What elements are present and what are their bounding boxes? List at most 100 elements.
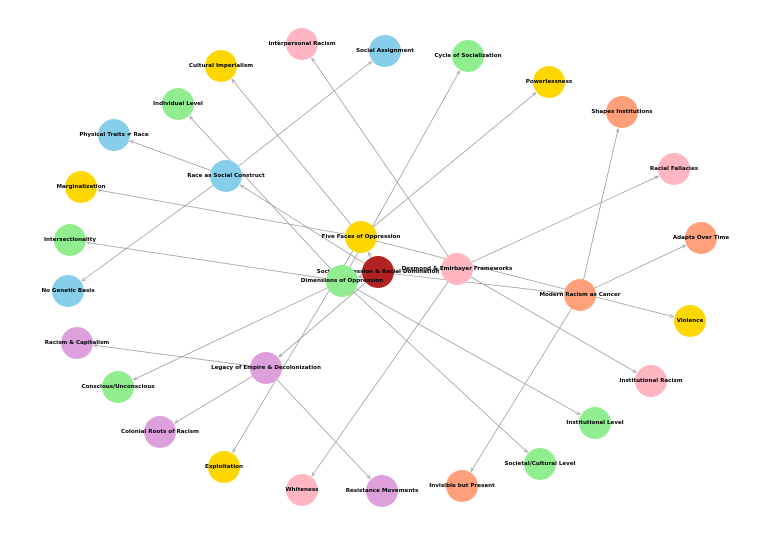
node-circle-invisible	[446, 470, 478, 502]
node-label-race-construct: Race as Social Construct	[187, 173, 265, 179]
edge-central-to-desmond	[393, 270, 440, 272]
edge-dimensions-to-intersectionality	[87, 243, 327, 279]
node-label-invisible: Invisible but Present	[429, 483, 495, 489]
edge-legacy-empire-to-resistance	[276, 379, 370, 479]
edge-central-to-dimensions	[358, 276, 362, 277]
node-label-adapts-time: Adapts Over Time	[673, 235, 730, 241]
edge-modern-racism-to-adapts-time	[594, 244, 685, 289]
nodes-layer: Social Oppression & Racial Domination Fiv…	[41, 28, 729, 507]
node-individual-level: Individual Level	[153, 88, 203, 120]
node-circle-racial-fallacies	[658, 153, 690, 185]
node-circle-dimensions	[326, 265, 358, 297]
node-label-five-faces: Five Faces of Oppression	[322, 234, 401, 240]
node-conscious: Conscious/Unconscious	[81, 371, 155, 403]
edge-desmond-to-institutional-racism	[470, 276, 636, 373]
node-cultural-imperialism: Cultural Imperialism	[189, 50, 253, 82]
node-resistance: Resistance Movements	[346, 475, 419, 507]
node-societal-level: Societal/Cultural Level	[504, 448, 576, 480]
edge-legacy-empire-to-colonial-roots	[175, 375, 253, 423]
node-circle-societal-level	[524, 448, 556, 480]
node-circle-whiteness	[286, 474, 318, 506]
node-label-colonial-roots: Colonial Roots of Racism	[121, 429, 199, 435]
node-no-genetic: No Genetic Basis	[41, 275, 95, 307]
edge-dimensions-to-individual-level	[190, 116, 332, 270]
node-label-no-genetic: No Genetic Basis	[41, 288, 95, 294]
edge-central-to-race-construct	[240, 185, 365, 264]
node-legacy-empire: Legacy of Empire & Decolonization	[211, 352, 321, 384]
node-circle-legacy-empire	[250, 352, 282, 384]
node-circle-colonial-roots	[144, 416, 176, 448]
node-circle-modern-racism	[564, 279, 596, 311]
node-circle-conscious	[102, 371, 134, 403]
node-circle-cultural-imperialism	[205, 50, 237, 82]
node-label-individual-level: Individual Level	[153, 101, 203, 107]
node-circle-physical-traits	[98, 119, 130, 151]
node-whiteness: Whiteness	[286, 474, 320, 506]
node-invisible: Invisible but Present	[429, 470, 495, 502]
node-label-interpersonal: Interpersonal Racism	[268, 41, 335, 47]
node-circle-interpersonal	[286, 28, 318, 60]
node-label-physical-traits: Physical Traits ≠ Race	[79, 132, 149, 138]
node-circle-institutional-racism	[635, 365, 667, 397]
edge-desmond-to-racial-fallacies	[471, 175, 659, 263]
node-adapts-time: Adapts Over Time	[673, 222, 730, 254]
node-circle-individual-level	[162, 88, 194, 120]
node-label-institutional-level: Institutional Level	[566, 420, 623, 426]
node-modern-racism: Modern Racism as Cancer	[539, 279, 621, 311]
edge-dimensions-to-societal-level	[353, 291, 528, 453]
edge-dimensions-to-conscious	[133, 287, 328, 381]
node-label-central: Social Oppression & Racial Domination	[317, 269, 440, 275]
node-intersectionality: Intersectionality	[44, 224, 96, 256]
node-label-cycle-socialization: Cycle of Socialization	[434, 53, 501, 59]
node-label-social-assignment: Social Assignment	[356, 48, 414, 54]
node-circle-five-faces	[345, 221, 377, 253]
edge-five-faces-to-violence	[376, 240, 674, 317]
node-label-racism-capitalism: Racism & Capitalism	[45, 340, 110, 346]
edge-race-construct-to-social-assignment	[238, 62, 372, 167]
node-circle-racism-capitalism	[61, 327, 93, 359]
node-label-dimensions: Dimensions of Oppression	[301, 278, 383, 284]
node-label-resistance: Resistance Movements	[346, 488, 419, 494]
node-marginalization: Marginalization	[56, 171, 106, 203]
node-circle-central	[362, 256, 394, 288]
node-label-cultural-imperialism: Cultural Imperialism	[189, 63, 253, 69]
node-institutional-racism: Institutional Racism	[619, 365, 683, 397]
edge-modern-racism-to-invisible	[471, 308, 572, 472]
edge-race-construct-to-physical-traits	[130, 141, 212, 171]
node-circle-adapts-time	[685, 222, 717, 254]
node-circle-institutional-level	[579, 407, 611, 439]
edge-modern-racism-to-shapes-institutions	[583, 129, 619, 280]
edge-dimensions-to-institutional-level	[355, 288, 580, 416]
node-colonial-roots: Colonial Roots of Racism	[121, 416, 199, 448]
node-circle-exploitation	[208, 451, 240, 483]
node-desmond: Desmond & Emirbayer Frameworks	[402, 253, 513, 285]
node-race-construct: Race as Social Construct	[187, 160, 265, 192]
node-circle-no-genetic	[52, 275, 84, 307]
node-label-whiteness: Whiteness	[286, 487, 320, 493]
node-powerlessness: Powerlessness	[526, 66, 573, 98]
node-label-powerlessness: Powerlessness	[526, 79, 573, 85]
node-circle-social-assignment	[369, 35, 401, 67]
node-institutional-level: Institutional Level	[566, 407, 624, 439]
node-label-modern-racism: Modern Racism as Cancer	[539, 292, 620, 298]
node-dimensions: Dimensions of Oppression	[301, 265, 383, 297]
node-circle-desmond	[441, 253, 473, 285]
node-exploitation: Exploitation	[205, 451, 243, 483]
node-circle-marginalization	[65, 171, 97, 203]
node-central: Social Oppression & Racial Domination	[317, 256, 440, 288]
node-physical-traits: Physical Traits ≠ Race	[79, 119, 149, 151]
node-label-exploitation: Exploitation	[205, 464, 243, 470]
node-racism-capitalism: Racism & Capitalism	[45, 327, 110, 359]
node-label-conscious: Conscious/Unconscious	[81, 384, 155, 390]
node-circle-resistance	[366, 475, 398, 507]
edge-five-faces-to-powerlessness	[373, 93, 536, 228]
node-label-intersectionality: Intersectionality	[44, 237, 96, 243]
edge-five-faces-to-cultural-imperialism	[232, 79, 352, 225]
node-social-assignment: Social Assignment	[356, 35, 414, 67]
node-cycle-socialization: Cycle of Socialization	[434, 40, 502, 72]
node-interpersonal: Interpersonal Racism	[268, 28, 336, 60]
node-circle-cycle-socialization	[452, 40, 484, 72]
node-circle-race-construct	[210, 160, 242, 192]
node-label-legacy-empire: Legacy of Empire & Decolonization	[211, 365, 321, 371]
edge-desmond-to-interpersonal	[312, 58, 449, 257]
